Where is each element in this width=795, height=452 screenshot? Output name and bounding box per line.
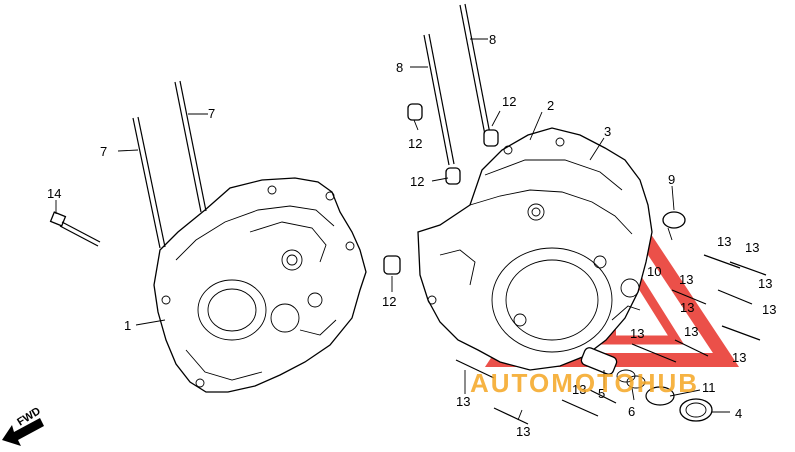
label-8-right: 8 (489, 32, 496, 47)
stud-8-right (459, 3, 491, 136)
label-3: 3 (604, 124, 611, 139)
label-13-a: 13 (717, 234, 731, 249)
label-13-k: 13 (516, 424, 530, 439)
stud-7-right (174, 80, 207, 213)
stud-7-left (132, 116, 166, 249)
oil-plug-4 (679, 398, 713, 422)
watermark-text: AUTOMOTOHUB (470, 368, 699, 398)
label-13-g: 13 (630, 326, 644, 341)
label-12-a: 12 (502, 94, 516, 109)
label-9: 9 (668, 172, 675, 187)
label-1: 1 (124, 318, 131, 333)
label-13-c: 13 (679, 272, 693, 287)
left-crankcase (153, 177, 367, 393)
fwd-arrow (2, 418, 44, 446)
label-13-f: 13 (762, 302, 776, 317)
label-13-h: 13 (684, 324, 698, 339)
label-11: 11 (702, 380, 716, 395)
label-13-j: 13 (456, 394, 470, 409)
label-14: 14 (47, 186, 61, 201)
label-13-d: 13 (758, 276, 772, 291)
label-13-e: 13 (680, 300, 694, 315)
label-2: 2 (547, 98, 554, 113)
label-5: 5 (598, 386, 605, 401)
label-8-left: 8 (396, 60, 403, 75)
bolt-14 (49, 211, 101, 247)
short-bolts (455, 254, 767, 425)
label-13-l: 13 (572, 382, 586, 397)
label-12-b: 12 (408, 136, 422, 151)
cap-9 (662, 211, 686, 241)
label-12-d: 12 (382, 294, 396, 309)
spring-6 (616, 369, 646, 389)
label-13-i: 13 (732, 350, 746, 365)
label-13-b: 13 (745, 240, 759, 255)
stud-8-left (423, 33, 455, 166)
label-6: 6 (628, 404, 635, 419)
right-crankcase (417, 127, 653, 371)
oring-11 (645, 386, 675, 406)
label-7-left: 7 (100, 144, 107, 159)
label-4: 4 (735, 406, 742, 421)
label-10: 10 (647, 264, 661, 279)
label-12-c: 12 (410, 174, 424, 189)
dowel-pins (383, 103, 499, 275)
leader-lines (55, 38, 730, 421)
label-7-right: 7 (208, 106, 215, 121)
filter-screen-5 (580, 347, 618, 375)
